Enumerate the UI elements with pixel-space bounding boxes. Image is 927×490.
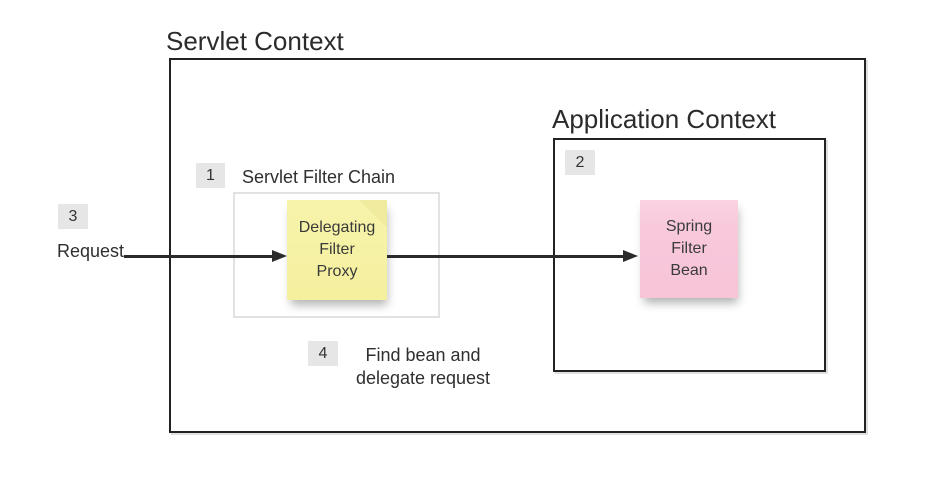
step-3-badge: 3 [58,204,88,229]
servlet-context-box [169,58,866,433]
application-context-title: Application Context [552,104,777,134]
step-4-description: Find bean and delegate request [352,344,494,390]
request-arrow-head [272,250,287,262]
request-label: Request [57,241,125,261]
step-2-badge: 2 [565,150,595,175]
step-4-line-1: Find bean and [365,345,481,365]
step-1-badge: 1 [196,163,225,188]
step-4-badge: 4 [308,341,338,366]
step-4-line-2: delegate request [355,368,491,388]
delegate-arrow-head [623,250,638,262]
delegating-filter-proxy-text: Delegating Filter Proxy [298,219,376,280]
spring-filter-bean-text: Spring Filter Bean [665,218,713,279]
request-arrow-line [124,255,274,258]
note-fold-corner [359,200,387,228]
servlet-filter-chain-label: Servlet Filter Chain [242,167,396,187]
servlet-context-title: Servlet Context [166,26,344,56]
spring-filter-bean-note: Spring Filter Bean [640,200,738,298]
delegating-filter-proxy-note: Delegating Filter Proxy [287,200,387,300]
delegate-arrow-line [387,255,625,258]
